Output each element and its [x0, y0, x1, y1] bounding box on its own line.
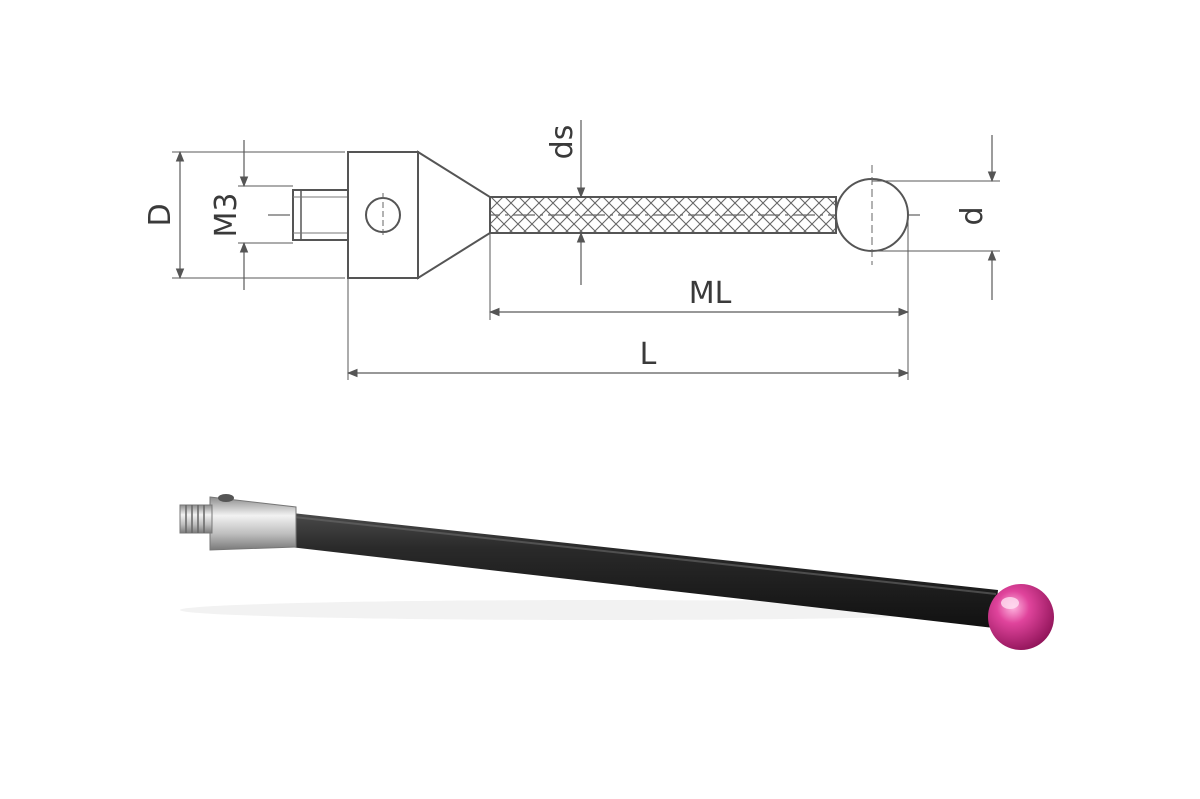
dim-ds: ds: [545, 120, 586, 285]
dim-M3: M3: [209, 140, 293, 290]
label-ds: ds: [545, 125, 580, 160]
photo-steel-body: [209, 494, 297, 551]
label-ML: ML: [689, 276, 732, 311]
product-photo: [179, 494, 1054, 650]
thread-stub: [292, 189, 349, 241]
label-L: L: [640, 337, 657, 372]
label-M3: M3: [209, 193, 244, 238]
photo-ruby-ball: [988, 584, 1054, 650]
dim-ML: ML: [488, 215, 910, 380]
cone-transition: [417, 150, 491, 280]
stem-hatched: [489, 196, 837, 234]
label-d: d: [955, 206, 990, 225]
dim-D: D: [143, 150, 345, 280]
dim-L: L: [346, 278, 910, 380]
photo-stem: [290, 513, 998, 628]
dim-d: d: [872, 135, 1000, 300]
technical-drawing: D M3 ds d ML: [143, 120, 1000, 380]
photo-thread: [179, 504, 213, 534]
label-D: D: [143, 203, 178, 226]
